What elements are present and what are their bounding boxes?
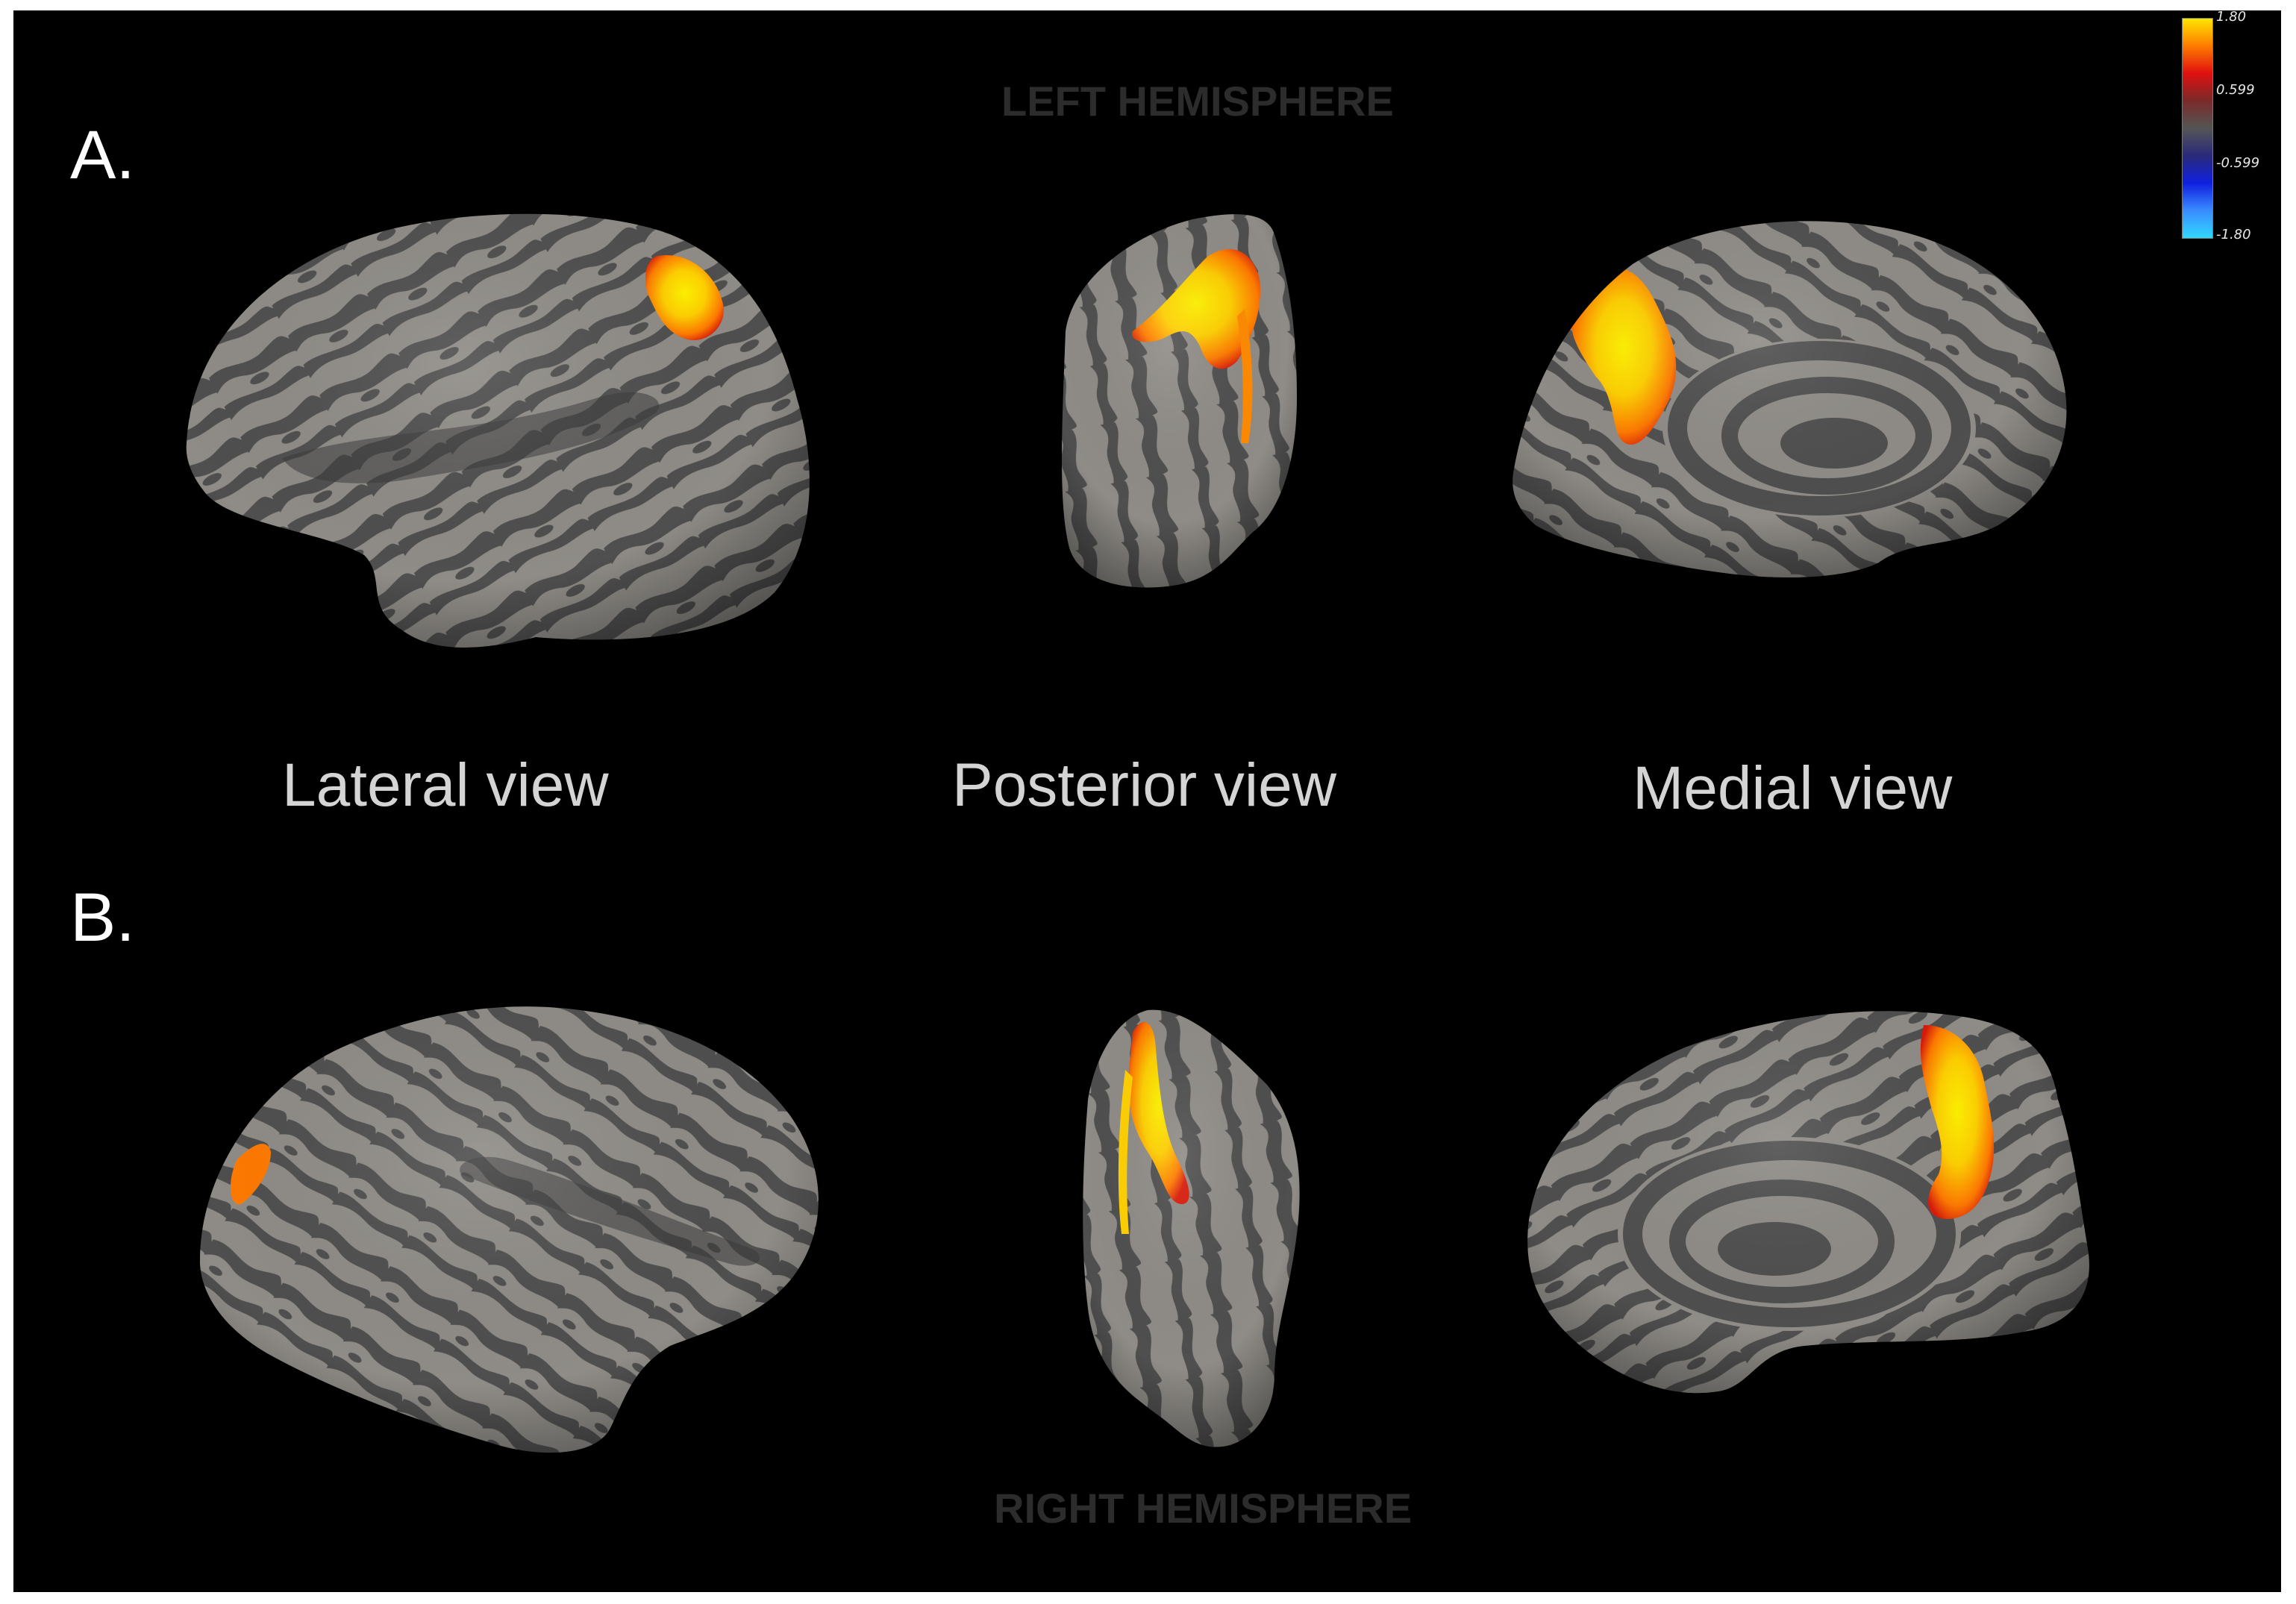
brain-renders [186,213,2089,1453]
brain-left-posterior [1062,214,1297,588]
lateral-view-label: Lateral view [282,751,609,819]
colorbar-tick-min: -1.80 [2216,227,2251,242]
colorbar [2182,18,2213,239]
medial-view-label: Medial view [1633,754,1953,822]
right-hemisphere-title: RIGHT HEMISPHERE [994,1485,1413,1532]
brain-right-lateral [199,1006,819,1453]
panel-b-label: B. [70,880,135,956]
brain-left-medial [1513,221,2067,577]
panel-a-label: A. [70,117,135,193]
figure-panel: A. B. LEFT HEMISPHERE RIGHT HEMISPHERE L… [13,10,2281,1592]
brain-left-lateral [186,213,810,648]
left-hemisphere-title: LEFT HEMISPHERE [1001,78,1394,125]
colorbar-tick-pos: 0.599 [2216,82,2255,98]
brain-right-medial [1527,1011,2089,1394]
posterior-view-label: Posterior view [952,751,1336,819]
brain-right-posterior [1083,1009,1300,1447]
colorbar-tick-neg: -0.599 [2216,155,2260,171]
colorbar-tick-max: 1.80 [2216,10,2247,25]
